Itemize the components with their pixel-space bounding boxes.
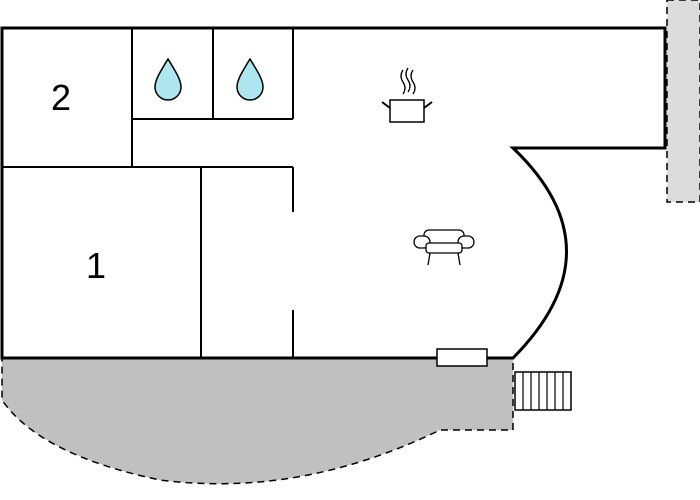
water-drop-icon	[154, 57, 182, 101]
outer-wall	[0, 26, 667, 360]
side-terrace	[666, 0, 700, 203]
terrace-area	[1, 357, 514, 485]
room-label-1: 1	[86, 245, 106, 286]
interior-walls	[2, 28, 294, 358]
window	[436, 348, 488, 367]
entrance-steps	[514, 371, 572, 411]
cooking-pot-icon	[381, 67, 433, 123]
sofa-icon	[413, 229, 475, 266]
room-label-2: 2	[51, 77, 71, 118]
water-drop-icon	[236, 57, 264, 101]
